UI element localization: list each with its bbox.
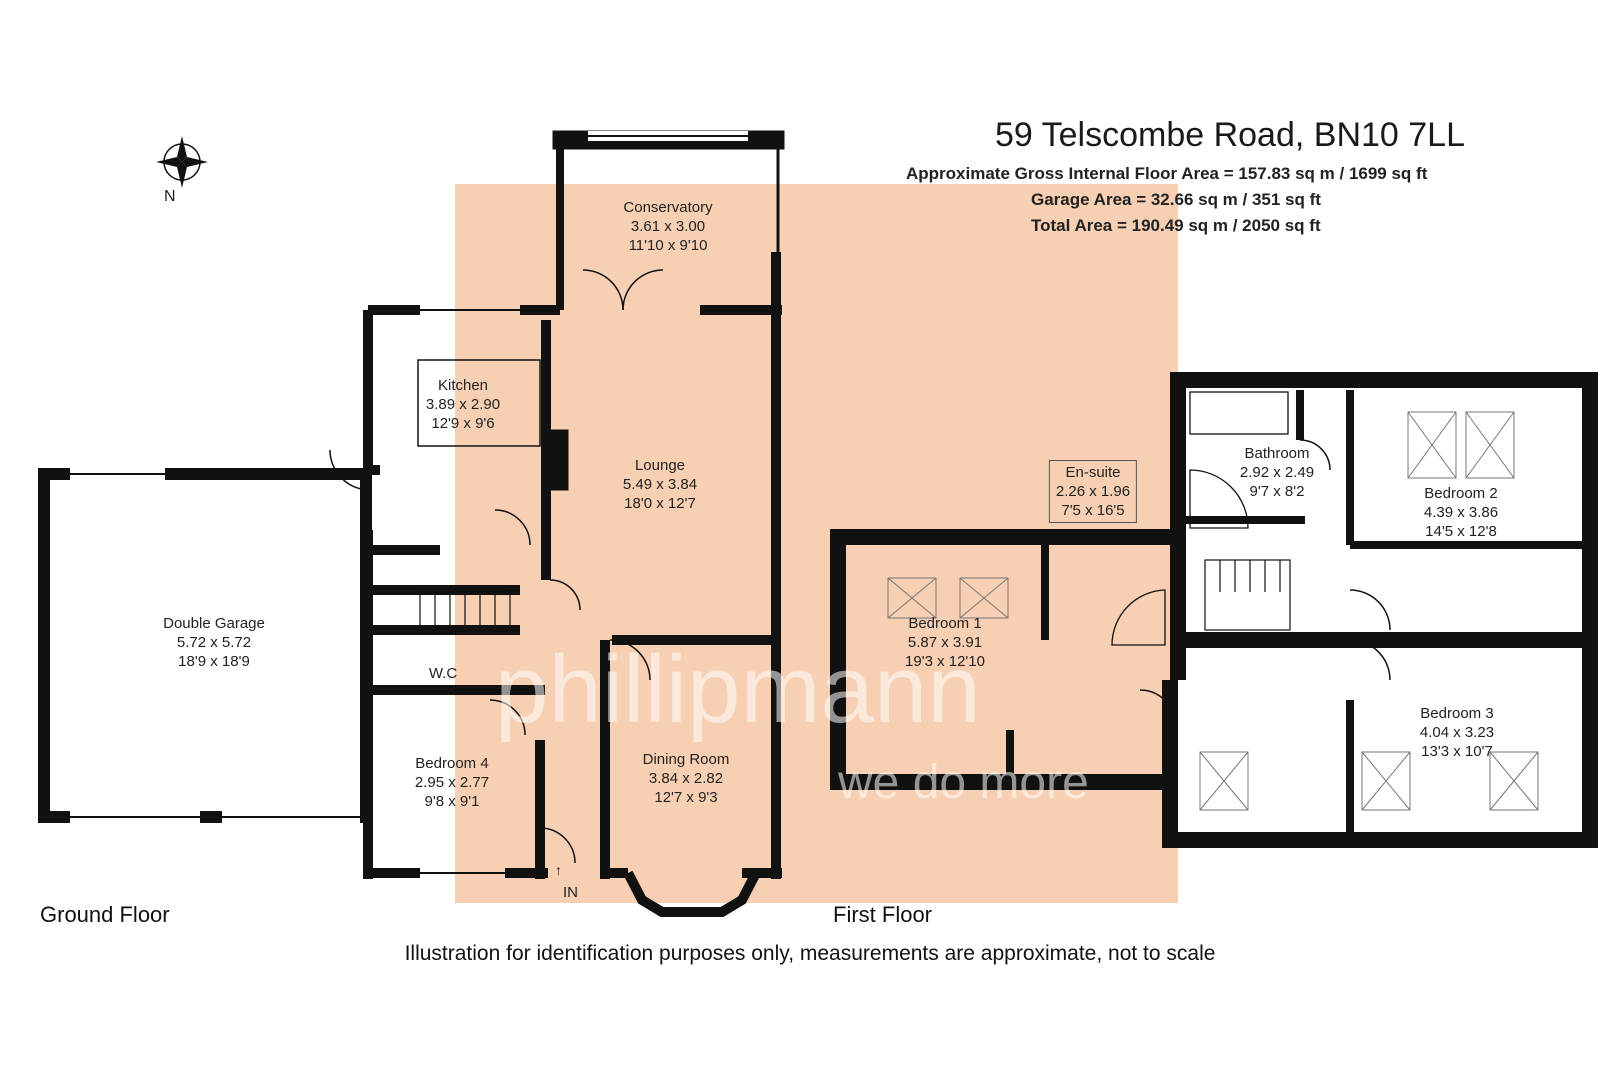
room-imperial: 12'7 x 9'3 — [654, 789, 718, 806]
room-bedroom-1: Bedroom 1 5.87 x 3.91 19'3 x 12'10 — [905, 614, 985, 671]
ground-floor-label: Ground Floor — [40, 902, 170, 927]
room-name: Lounge — [634, 457, 686, 474]
room-name: Bedroom 4 — [415, 755, 489, 772]
compass-label: N — [164, 188, 176, 205]
first-floor-stairs — [1204, 559, 1291, 631]
gross-internal-area: Approximate Gross Internal Floor Area = … — [906, 164, 1428, 183]
ground-floor-plan — [38, 130, 785, 917]
bay-window — [623, 870, 761, 917]
room-dining: Dining Room 3.84 x 2.82 12'7 x 9'3 — [643, 750, 730, 807]
first-floor-plan — [830, 372, 1598, 848]
room-imperial: 19'3 x 12'10 — [905, 653, 985, 670]
room-conservatory: Conservatory 3.61 x 3.00 11'10 x 9'10 — [623, 198, 712, 255]
house-windows — [367, 309, 520, 874]
room-metric: 5.49 x 3.84 — [622, 476, 698, 493]
room-metric: 3.84 x 2.82 — [648, 770, 724, 787]
room-imperial: 9'8 x 9'1 — [424, 793, 480, 810]
watermark-brand: phillipmann — [495, 636, 981, 743]
room-bedroom-2: Bedroom 2 4.39 x 3.86 14'5 x 12'8 — [1424, 484, 1498, 541]
total-area: Total Area = 190.49 sq m / 2050 sq ft — [1031, 216, 1321, 235]
room-name: W.C — [428, 665, 458, 682]
ground-doors — [329, 269, 664, 864]
conservatory-walls — [552, 130, 785, 320]
room-ensuite: En-suite 2.26 x 1.96 7'5 x 16'5 — [1048, 460, 1138, 523]
first-floor-doors — [1139, 439, 1391, 726]
room-name: Kitchen — [437, 377, 489, 394]
room-name: En-suite — [1065, 464, 1121, 481]
bath — [1189, 391, 1289, 435]
room-kitchen: Kitchen 3.89 x 2.90 12'9 x 9'6 — [426, 376, 500, 433]
room-metric: 5.72 x 5.72 — [176, 634, 252, 651]
room-wc: W.C — [429, 664, 457, 683]
room-double-garage: Double Garage 5.72 x 5.72 18'9 x 18'9 — [163, 614, 265, 671]
ensuite-shower — [1111, 589, 1166, 646]
room-name: Bedroom 1 — [908, 615, 982, 632]
room-imperial: 9'7 x 8'2 — [1249, 483, 1305, 500]
watermark-tagline: we do more — [837, 756, 1089, 809]
room-metric: 3.61 x 3.00 — [630, 218, 706, 235]
room-bedroom-4: Bedroom 4 2.95 x 2.77 9'8 x 9'1 — [415, 754, 489, 811]
room-imperial: 12'9 x 9'6 — [431, 415, 495, 432]
ground-stairs — [419, 591, 511, 629]
room-metric: 3.89 x 2.90 — [425, 396, 501, 413]
property-address: 59 Telscombe Road, BN10 7LL — [994, 116, 1465, 154]
first-floor-label: First Floor — [833, 902, 932, 927]
room-lounge: Lounge 5.49 x 3.84 18'0 x 12'7 — [623, 456, 697, 513]
room-metric: 2.92 x 2.49 — [1239, 464, 1315, 481]
room-metric: 4.39 x 3.86 — [1423, 504, 1499, 521]
room-name: Bedroom 2 — [1424, 485, 1498, 502]
shower-tray — [1189, 469, 1249, 529]
disclaimer: Illustration for identification purposes… — [404, 942, 1216, 965]
room-metric: 4.04 x 3.23 — [1419, 724, 1495, 741]
room-bedroom-3: Bedroom 3 4.04 x 3.23 13'3 x 10'7 — [1420, 704, 1494, 761]
first-floor-internal — [1006, 390, 1590, 840]
room-metric: 2.95 x 2.77 — [414, 774, 490, 791]
room-imperial: 7'5 x 16'5 — [1061, 502, 1125, 519]
room-imperial: 13'3 x 10'7 — [1421, 743, 1493, 760]
room-metric: 2.26 x 1.96 — [1055, 483, 1131, 500]
compass-icon — [156, 136, 208, 188]
room-bathroom: Bathroom 2.92 x 2.49 9'7 x 8'2 — [1240, 444, 1314, 501]
garage-area: Garage Area = 32.66 sq m / 351 sq ft — [1031, 190, 1321, 209]
entrance-arrow-icon: ↑ — [555, 862, 562, 878]
room-name: Double Garage — [163, 615, 265, 632]
room-imperial: 18'0 x 12'7 — [624, 495, 696, 512]
velux-windows — [887, 411, 1539, 811]
room-name: Bedroom 3 — [1420, 705, 1494, 722]
chimney — [545, 429, 569, 491]
room-name: Conservatory — [623, 199, 713, 216]
room-name: Dining Room — [642, 751, 730, 768]
room-metric: 5.87 x 3.91 — [907, 634, 983, 651]
room-imperial: 11'10 x 9'10 — [628, 237, 708, 254]
room-name: Bathroom — [1244, 445, 1310, 462]
room-imperial: 14'5 x 12'8 — [1425, 523, 1497, 540]
room-imperial: 18'9 x 18'9 — [178, 653, 250, 670]
kitchen-counter — [417, 359, 541, 447]
entrance-label: IN — [563, 884, 578, 901]
first-floor-walls — [830, 372, 1598, 848]
